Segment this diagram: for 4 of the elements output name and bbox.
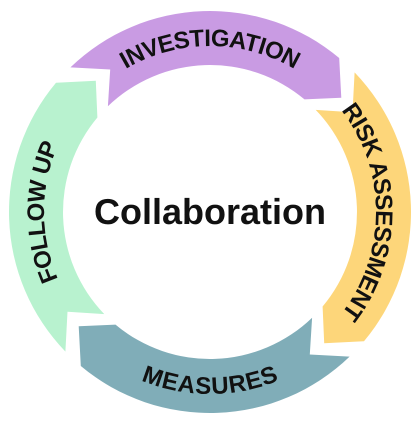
arrow-segment (70, 11, 342, 106)
center-title: Collaboration (93, 190, 327, 234)
segment-label: INVESTIGATION (115, 24, 305, 74)
segment-label: MEASURES (139, 360, 281, 400)
